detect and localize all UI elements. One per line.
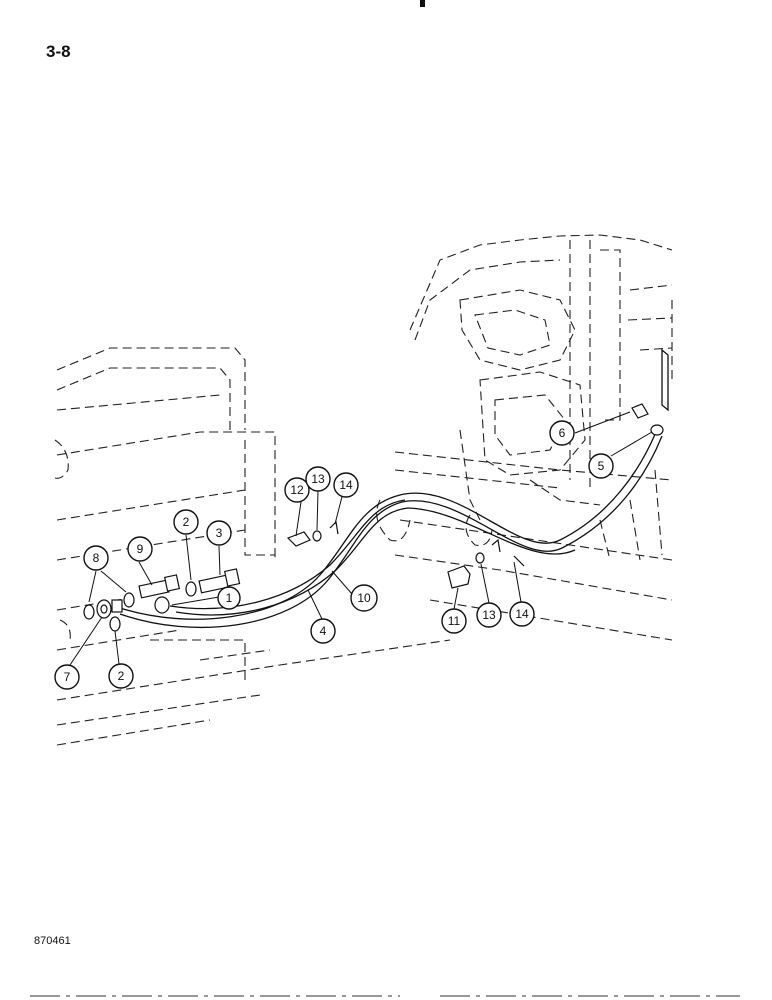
page-number-label: 3-8 xyxy=(46,42,71,61)
callout-c7: 7 xyxy=(54,664,80,690)
callout-c6: 6 xyxy=(549,420,575,446)
callout-c5: 5 xyxy=(588,453,614,479)
callout-label: 2 xyxy=(183,515,190,529)
callout-c1: 1 xyxy=(217,586,241,610)
callout-label: 14 xyxy=(339,478,353,492)
figure-code: 870461 xyxy=(34,935,71,947)
callout-label: 14 xyxy=(515,607,529,621)
callout-label: 12 xyxy=(290,483,304,497)
callout-c4: 4 xyxy=(310,618,336,644)
callout-label: 9 xyxy=(137,542,144,556)
callout-label: 10 xyxy=(357,591,371,605)
callout-label: 6 xyxy=(559,426,566,440)
callout-c12: 12 xyxy=(284,477,310,503)
tank-outline xyxy=(54,347,451,746)
engine-outline xyxy=(409,234,673,561)
hose-assemblies xyxy=(119,431,663,628)
callout-label: 8 xyxy=(93,551,100,565)
callout-c9: 9 xyxy=(127,536,153,562)
callout-label: 2 xyxy=(118,669,125,683)
callout-c10: 10 xyxy=(350,584,378,612)
callout-label: 3 xyxy=(216,526,223,540)
callout-c14a: 14 xyxy=(333,472,359,498)
callout-c13b: 13 xyxy=(476,602,502,628)
callout-c2a: 2 xyxy=(173,509,199,535)
callout-label: 11 xyxy=(448,614,461,628)
callout-c14b: 14 xyxy=(509,601,535,627)
callout-label: 5 xyxy=(598,459,605,473)
callout-c3: 3 xyxy=(206,520,232,546)
callout-c2b: 2 xyxy=(108,663,134,689)
callout-c8: 8 xyxy=(83,545,109,571)
fitting-parts xyxy=(83,403,664,632)
top-edge-mark xyxy=(420,0,425,7)
callout-label: 7 xyxy=(64,670,71,684)
frame-rail-outline xyxy=(376,451,673,641)
callout-label: 1 xyxy=(226,591,233,605)
callout-c11: 11 xyxy=(441,608,467,634)
callout-label: 4 xyxy=(320,624,327,638)
leader-lines xyxy=(69,411,653,666)
callout-label: 13 xyxy=(482,608,496,622)
callout-c13a: 13 xyxy=(305,466,331,492)
callout-label: 13 xyxy=(311,472,325,486)
